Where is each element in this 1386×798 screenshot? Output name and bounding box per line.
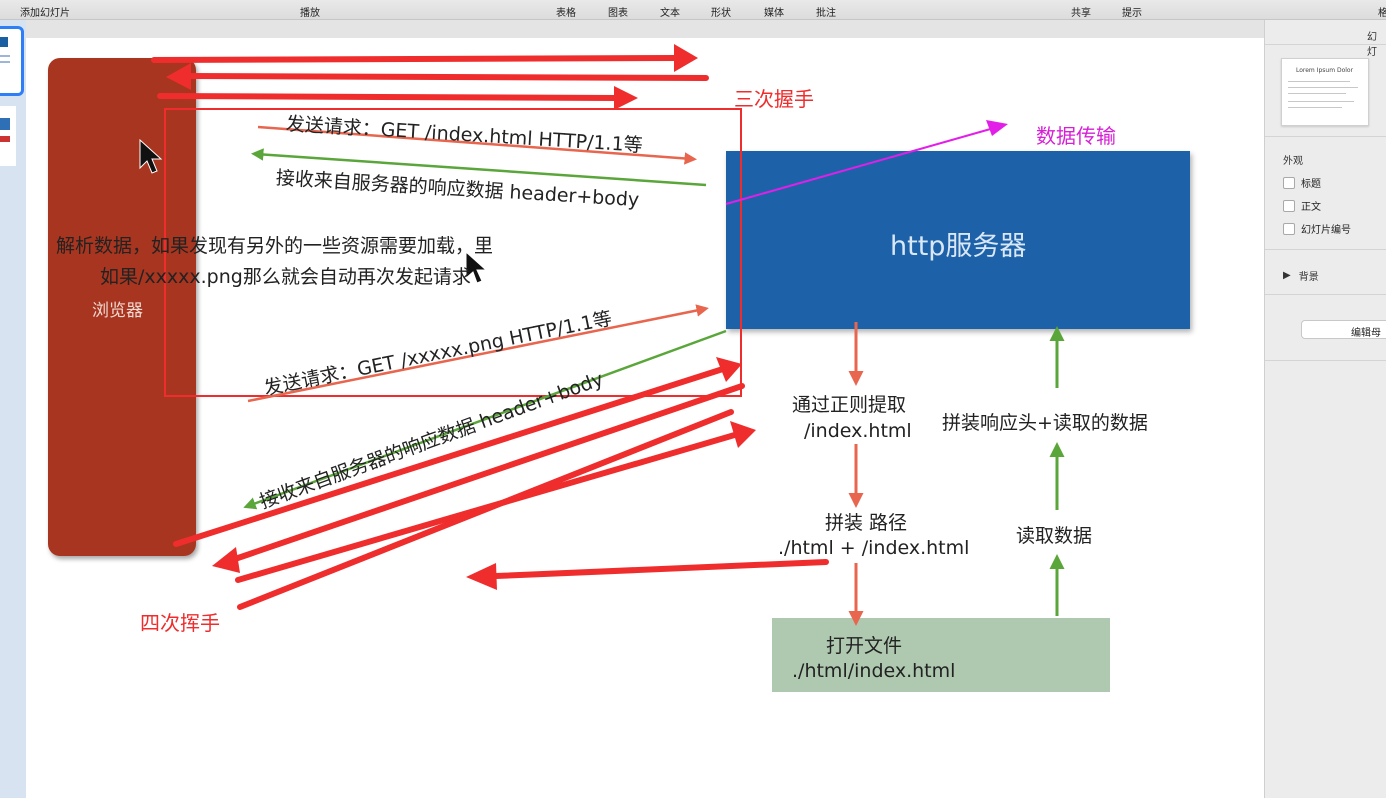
handshake-arrows (151, 44, 709, 110)
disclosure-triangle-icon: ▶ (1283, 270, 1291, 281)
title-checkbox[interactable] (1283, 176, 1295, 189)
canvas-top-band (26, 20, 1264, 38)
divider (1265, 249, 1386, 250)
divider (1265, 44, 1386, 45)
data-transfer-label: 数据传输 (1036, 124, 1116, 148)
server-label: http服务器 (890, 231, 1027, 262)
title-option-label: 标题 (1301, 179, 1321, 190)
body-option-label: 正文 (1301, 202, 1321, 213)
response-1-label: 接收来自服务器的响应数据 header+body (275, 167, 640, 212)
four-way-wave-label: 四次挥手 (140, 611, 220, 635)
background-label: 背景 (1298, 272, 1319, 283)
file-box[interactable] (772, 618, 1110, 692)
layout-card-line (1288, 101, 1354, 102)
regex-step-path: /index.html (804, 420, 912, 442)
browser-label: 浏览器 (92, 301, 143, 321)
slide-number-option[interactable]: 幻灯片编号 (1283, 221, 1351, 236)
format-button[interactable]: 格 (1378, 8, 1386, 19)
layout-card-line (1288, 93, 1346, 94)
body-checkbox[interactable] (1283, 199, 1295, 212)
tips-button[interactable]: 提示 (1122, 8, 1142, 19)
add-slide-button[interactable]: 添加幻灯片 (20, 8, 70, 19)
join-step-label: 拼装 路径 (825, 512, 908, 534)
body-option[interactable]: 正文 (1283, 198, 1321, 213)
parse-line-2: 如果/xxxxx.png那么就会自动再次发起请求 (100, 266, 471, 288)
thumbnail-block (0, 37, 8, 47)
slide-canvas[interactable]: 浏览器 http服务器 打开文件 ./html/index.html 通过正则提… (26, 20, 1264, 798)
text-button[interactable]: 文本 (660, 8, 680, 19)
media-button[interactable]: 媒体 (764, 8, 784, 19)
layout-card-line (1288, 81, 1350, 82)
share-button[interactable]: 共享 (1071, 8, 1091, 19)
thumbnail-line (0, 55, 10, 57)
thumbnail-line (0, 61, 10, 63)
read-data-label: 读取数据 (1016, 525, 1093, 547)
thumbnail-block (0, 136, 10, 142)
assemble-label: 拼装响应头+读取的数据 (942, 412, 1148, 434)
background-section[interactable]: ▶ 背景 (1283, 268, 1319, 283)
edit-master-button[interactable]: 编辑母 (1301, 320, 1386, 339)
join-step-path: ./html + /index.html (778, 537, 970, 559)
parse-line-1: 解析数据，如果发现有另外的一些资源需要加载，里 (56, 235, 494, 257)
divider (1265, 136, 1386, 137)
slide-thumbnail-1[interactable] (0, 26, 24, 96)
divider (1265, 294, 1386, 295)
slide-number-option-label: 幻灯片编号 (1301, 225, 1351, 236)
layout-card-line (1288, 87, 1358, 88)
appearance-heading: 外观 (1283, 156, 1303, 167)
regex-step-label: 通过正则提取 (792, 394, 907, 416)
open-file-label: 打开文件 (826, 635, 903, 657)
toolbar: 添加幻灯片 播放 表格 图表 文本 形状 媒体 批注 共享 提示 格 (0, 0, 1386, 20)
slide-navigator (0, 20, 26, 798)
layout-card-title: Lorem Ipsum Dolor (1296, 67, 1354, 74)
slide-number-checkbox[interactable] (1283, 222, 1295, 235)
three-way-handshake-label: 三次握手 (734, 87, 814, 111)
inspector-panel: 幻灯 Lorem Ipsum Dolor 外观 标题 正文 幻灯片编号 ▶背景 … (1264, 20, 1386, 798)
title-option[interactable]: 标题 (1283, 175, 1321, 190)
shape-button[interactable]: 形状 (711, 8, 731, 19)
slide-layout-card[interactable]: Lorem Ipsum Dolor (1281, 58, 1369, 126)
slide-thumbnail-2[interactable] (0, 106, 16, 166)
open-file-path: ./html/index.html (792, 660, 956, 682)
divider (1265, 360, 1386, 361)
comment-button[interactable]: 批注 (816, 8, 836, 19)
inspector-tab-slide[interactable]: 幻灯 (1367, 32, 1377, 58)
thumbnail-block (0, 118, 10, 130)
request-1-label: 发送请求：GET /index.html HTTP/1.1等 (285, 113, 644, 157)
table-button[interactable]: 表格 (556, 8, 576, 19)
play-button[interactable]: 播放 (300, 8, 320, 19)
layout-card-line (1288, 107, 1342, 108)
chart-button[interactable]: 图表 (608, 8, 628, 19)
